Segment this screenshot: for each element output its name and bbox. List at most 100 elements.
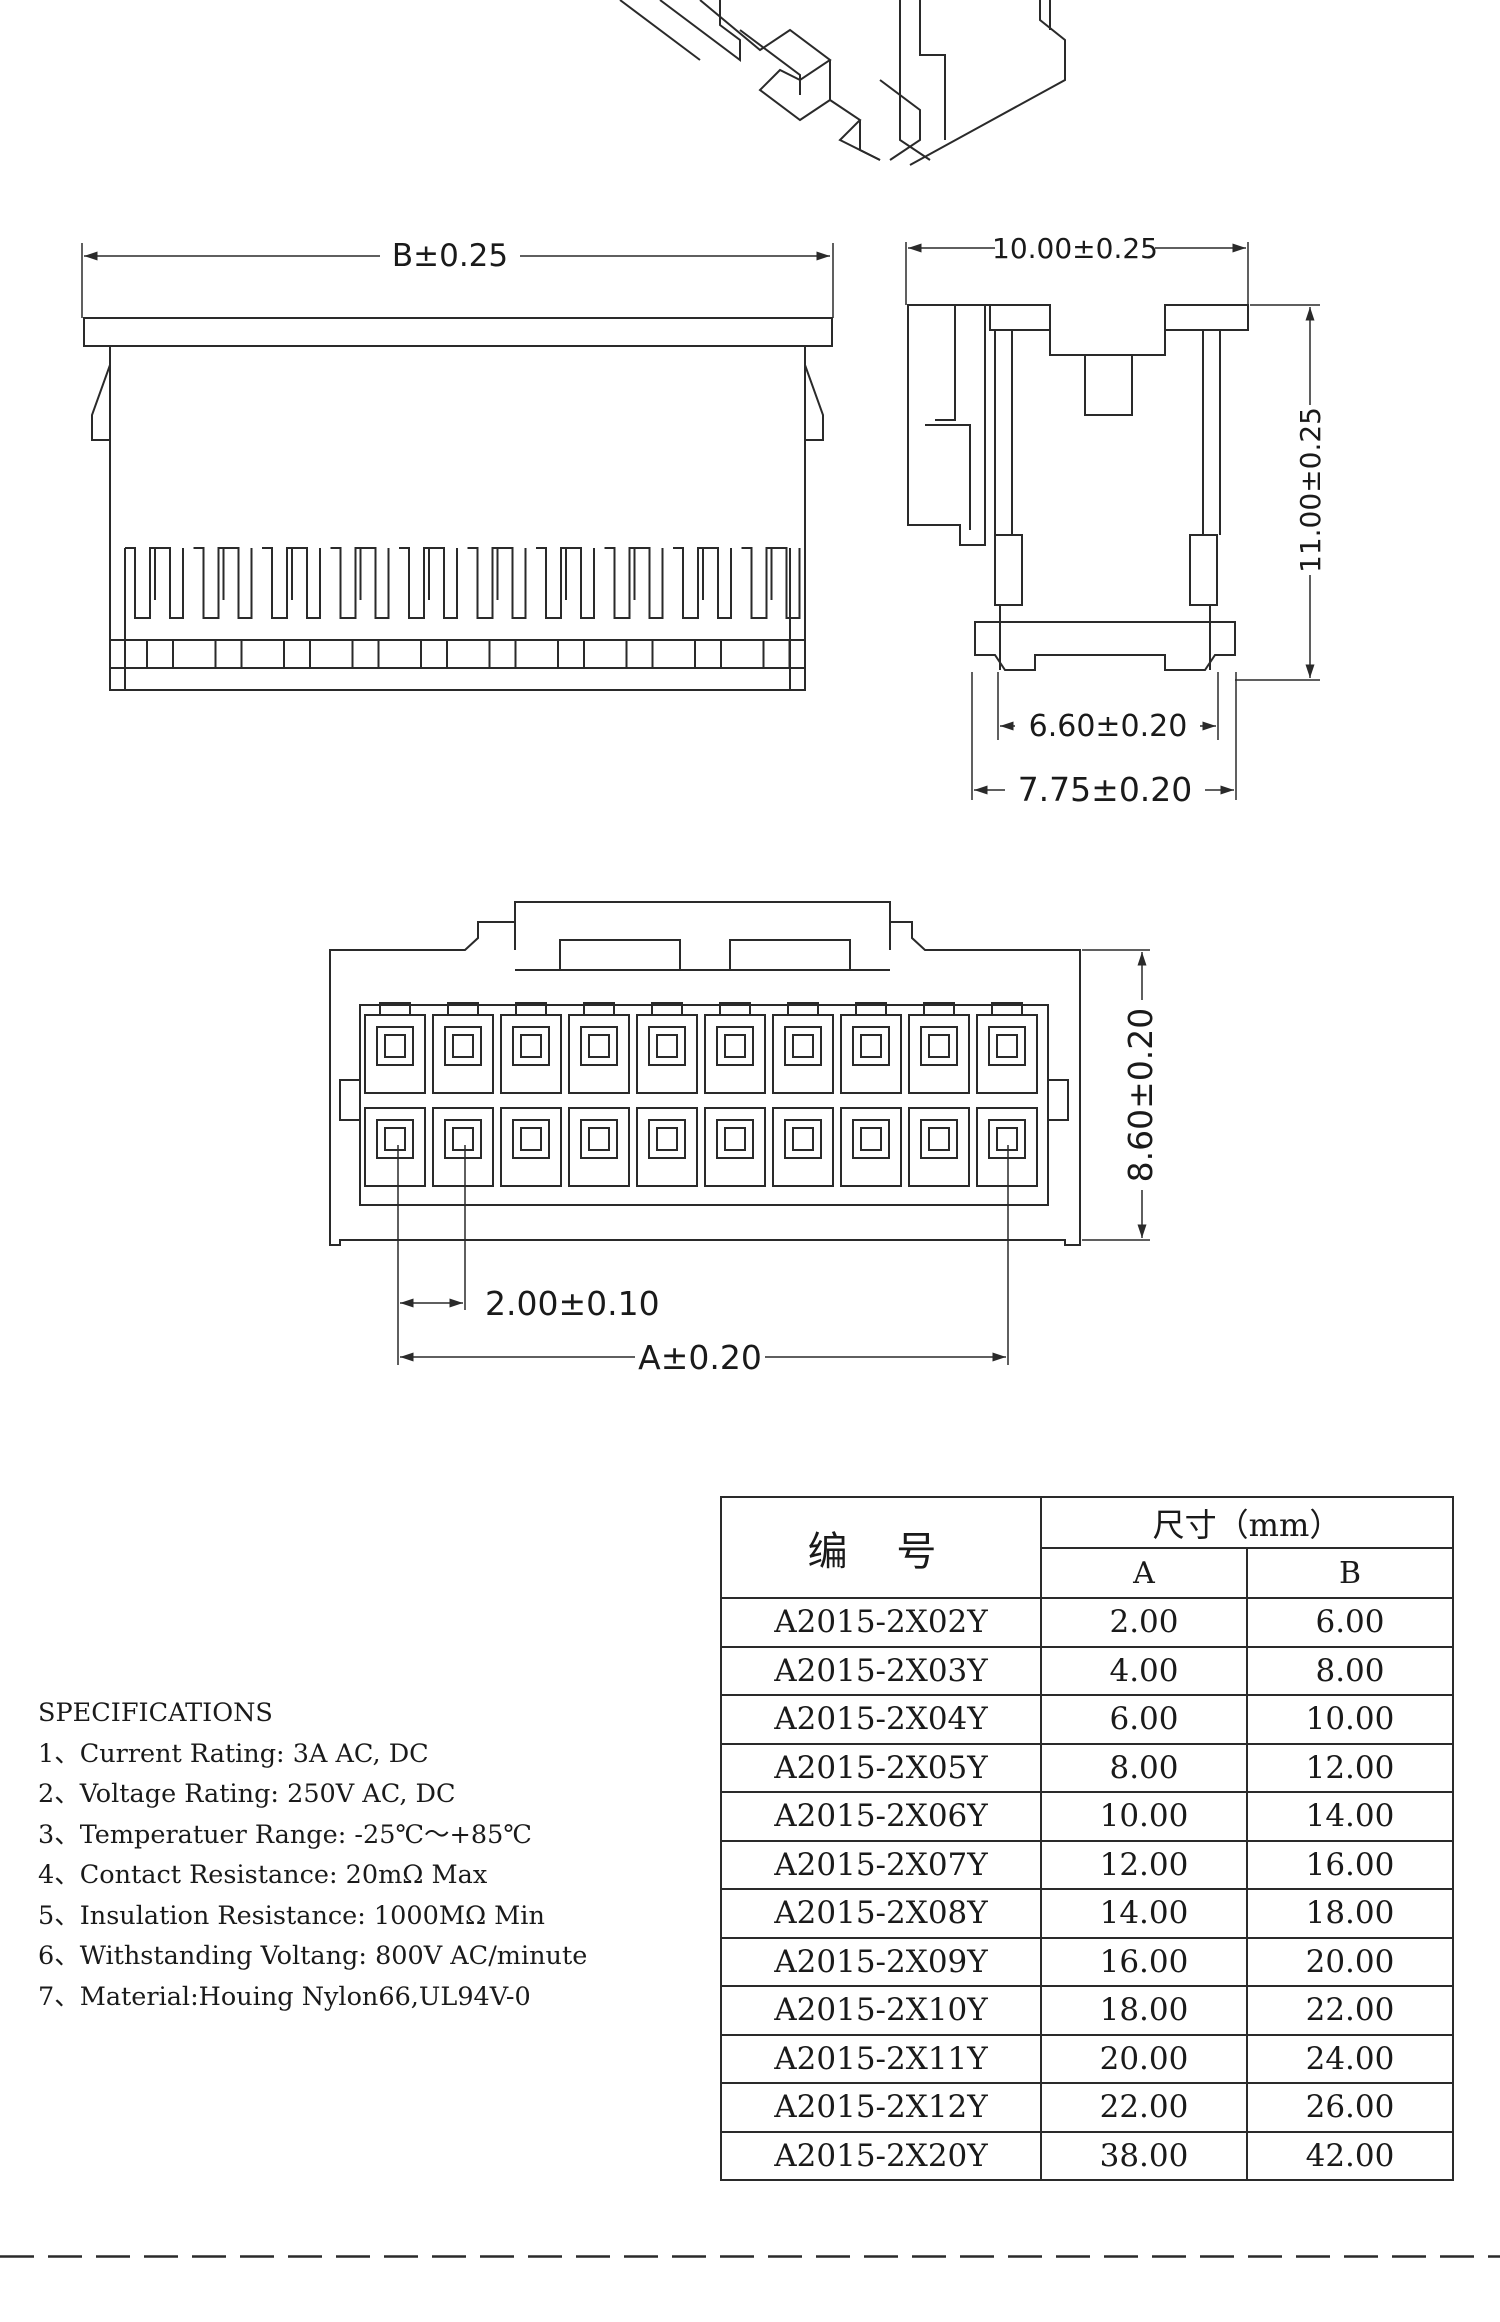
contact-cavity — [976, 1107, 1038, 1187]
a-value-cell: 20.00 — [1040, 2033, 1248, 2084]
b-dim-label: B±0.25 — [392, 238, 508, 274]
contact-cavity — [840, 1002, 902, 1094]
contact-cavity — [772, 1107, 834, 1187]
b-value-cell: 26.00 — [1245, 2082, 1455, 2133]
contact-cavity — [364, 1002, 426, 1094]
front-height-dim-label: 8.60±0.20 — [1121, 1008, 1160, 1183]
contact-cavity — [364, 1107, 426, 1187]
contact-slot — [125, 547, 184, 669]
b-value-cell: 12.00 — [1245, 1742, 1455, 1793]
part-number-cell: A2015-2X12Y — [720, 2082, 1042, 2133]
contact-cavity — [704, 1002, 766, 1094]
end-top-dim-label: 10.00±0.25 — [992, 232, 1158, 265]
contact-cavity — [636, 1002, 698, 1094]
part-number-cell: A2015-2X07Y — [720, 1839, 1042, 1890]
front-view: 8.60±0.20 2.00±0.10 A±0.20 — [329, 901, 1160, 1377]
contact-slot — [673, 547, 732, 669]
a-value-cell: 12.00 — [1040, 1839, 1248, 1890]
a-value-cell: 18.00 — [1040, 1985, 1248, 2036]
col-b-header: B — [1245, 1547, 1455, 1599]
contact-cavity — [704, 1107, 766, 1187]
contact-cavity — [976, 1002, 1038, 1094]
contact-cavity — [908, 1002, 970, 1094]
col-a-header: A — [1040, 1547, 1248, 1599]
part-number-cell: A2015-2X06Y — [720, 1791, 1042, 1842]
contact-slot — [399, 547, 458, 669]
a-value-cell: 2.00 — [1040, 1597, 1248, 1648]
spec-item: 1、Current Rating: 3A AC, DC — [38, 1738, 429, 1769]
contact-cavity — [500, 1107, 562, 1187]
contact-slot — [536, 547, 595, 669]
contact-cavity — [568, 1002, 630, 1094]
end-inner-dim-label: 6.60±0.20 — [1029, 709, 1188, 744]
b-value-cell: 22.00 — [1245, 1985, 1455, 2036]
contact-cavity — [636, 1107, 698, 1187]
contact-slot — [741, 547, 801, 669]
a-value-cell: 14.00 — [1040, 1888, 1248, 1939]
contact-cavity — [432, 1002, 494, 1094]
a-value-cell: 22.00 — [1040, 2082, 1248, 2133]
dashed-separator — [0, 2255, 1500, 2258]
spec-item: 2、Voltage Rating: 250V AC, DC — [38, 1779, 456, 1809]
part-number-cell: A2015-2X10Y — [720, 1985, 1042, 2036]
contact-cavity — [500, 1002, 562, 1094]
size-header: 尺寸（mm） — [1040, 1496, 1454, 1549]
part-number-cell: A2015-2X03Y — [720, 1645, 1042, 1696]
b-value-cell: 6.00 — [1245, 1597, 1455, 1648]
part-number-cell: A2015-2X20Y — [720, 2130, 1042, 2181]
contact-cavity — [908, 1107, 970, 1187]
spec-item: 3、Temperatuer Range: -25℃～+85℃ — [38, 1819, 532, 1850]
part-number-cell: A2015-2X05Y — [720, 1742, 1042, 1793]
b-value-cell: 20.00 — [1245, 1936, 1455, 1987]
b-value-cell: 24.00 — [1245, 2033, 1455, 2084]
a-value-cell: 4.00 — [1040, 1645, 1248, 1696]
a-value-cell: 10.00 — [1040, 1791, 1248, 1842]
b-value-cell: 16.00 — [1245, 1839, 1455, 1890]
b-value-cell: 10.00 — [1245, 1694, 1455, 1745]
spec-item: 6、Withstanding Voltang: 800V AC/minute — [38, 1941, 588, 1971]
contact-slot — [330, 547, 390, 669]
contact-cavity — [840, 1107, 902, 1187]
spec-item: 7、Material:Houing Nylon66,UL94V-0 — [38, 1981, 531, 2012]
contact-slot — [193, 547, 253, 669]
span-dim-label: A±0.20 — [638, 1338, 762, 1377]
contact-cavity — [568, 1107, 630, 1187]
a-value-cell: 6.00 — [1040, 1694, 1248, 1745]
contact-cavity — [432, 1107, 494, 1187]
spec-item: 5、Insulation Resistance: 1000MΩ Min — [38, 1900, 545, 1931]
part-number-cell: A2015-2X02Y — [720, 1597, 1042, 1648]
contact-cavity — [772, 1002, 834, 1094]
b-value-cell: 14.00 — [1245, 1791, 1455, 1842]
part-number-cell: A2015-2X04Y — [720, 1694, 1042, 1745]
contact-slot — [467, 547, 527, 669]
b-value-cell: 18.00 — [1245, 1888, 1455, 1939]
part-number-cell: A2015-2X11Y — [720, 2033, 1042, 2084]
b-value-cell: 42.00 — [1245, 2130, 1455, 2181]
end-outer-dim-label: 7.75±0.20 — [1018, 770, 1193, 809]
b-value-cell: 8.00 — [1245, 1645, 1455, 1696]
pitch-dim-label: 2.00±0.10 — [485, 1284, 660, 1323]
spec-item: 4、Contact Resistance: 20mΩ Max — [38, 1860, 488, 1890]
isometric-view — [619, 0, 1066, 166]
a-value-cell: 38.00 — [1040, 2130, 1248, 2181]
part-number-cell: A2015-2X08Y — [720, 1888, 1042, 1939]
contact-slot — [262, 547, 321, 669]
end-view: 10.00±0.25 11.00±0.25 6.60±0.20 7.75±0.2… — [905, 230, 1328, 809]
specifications-title: SPECIFICATIONS — [38, 1698, 273, 1728]
part-number-cell: A2015-2X09Y — [720, 1936, 1042, 1987]
end-height-dim-label: 11.00±0.25 — [1294, 407, 1327, 573]
